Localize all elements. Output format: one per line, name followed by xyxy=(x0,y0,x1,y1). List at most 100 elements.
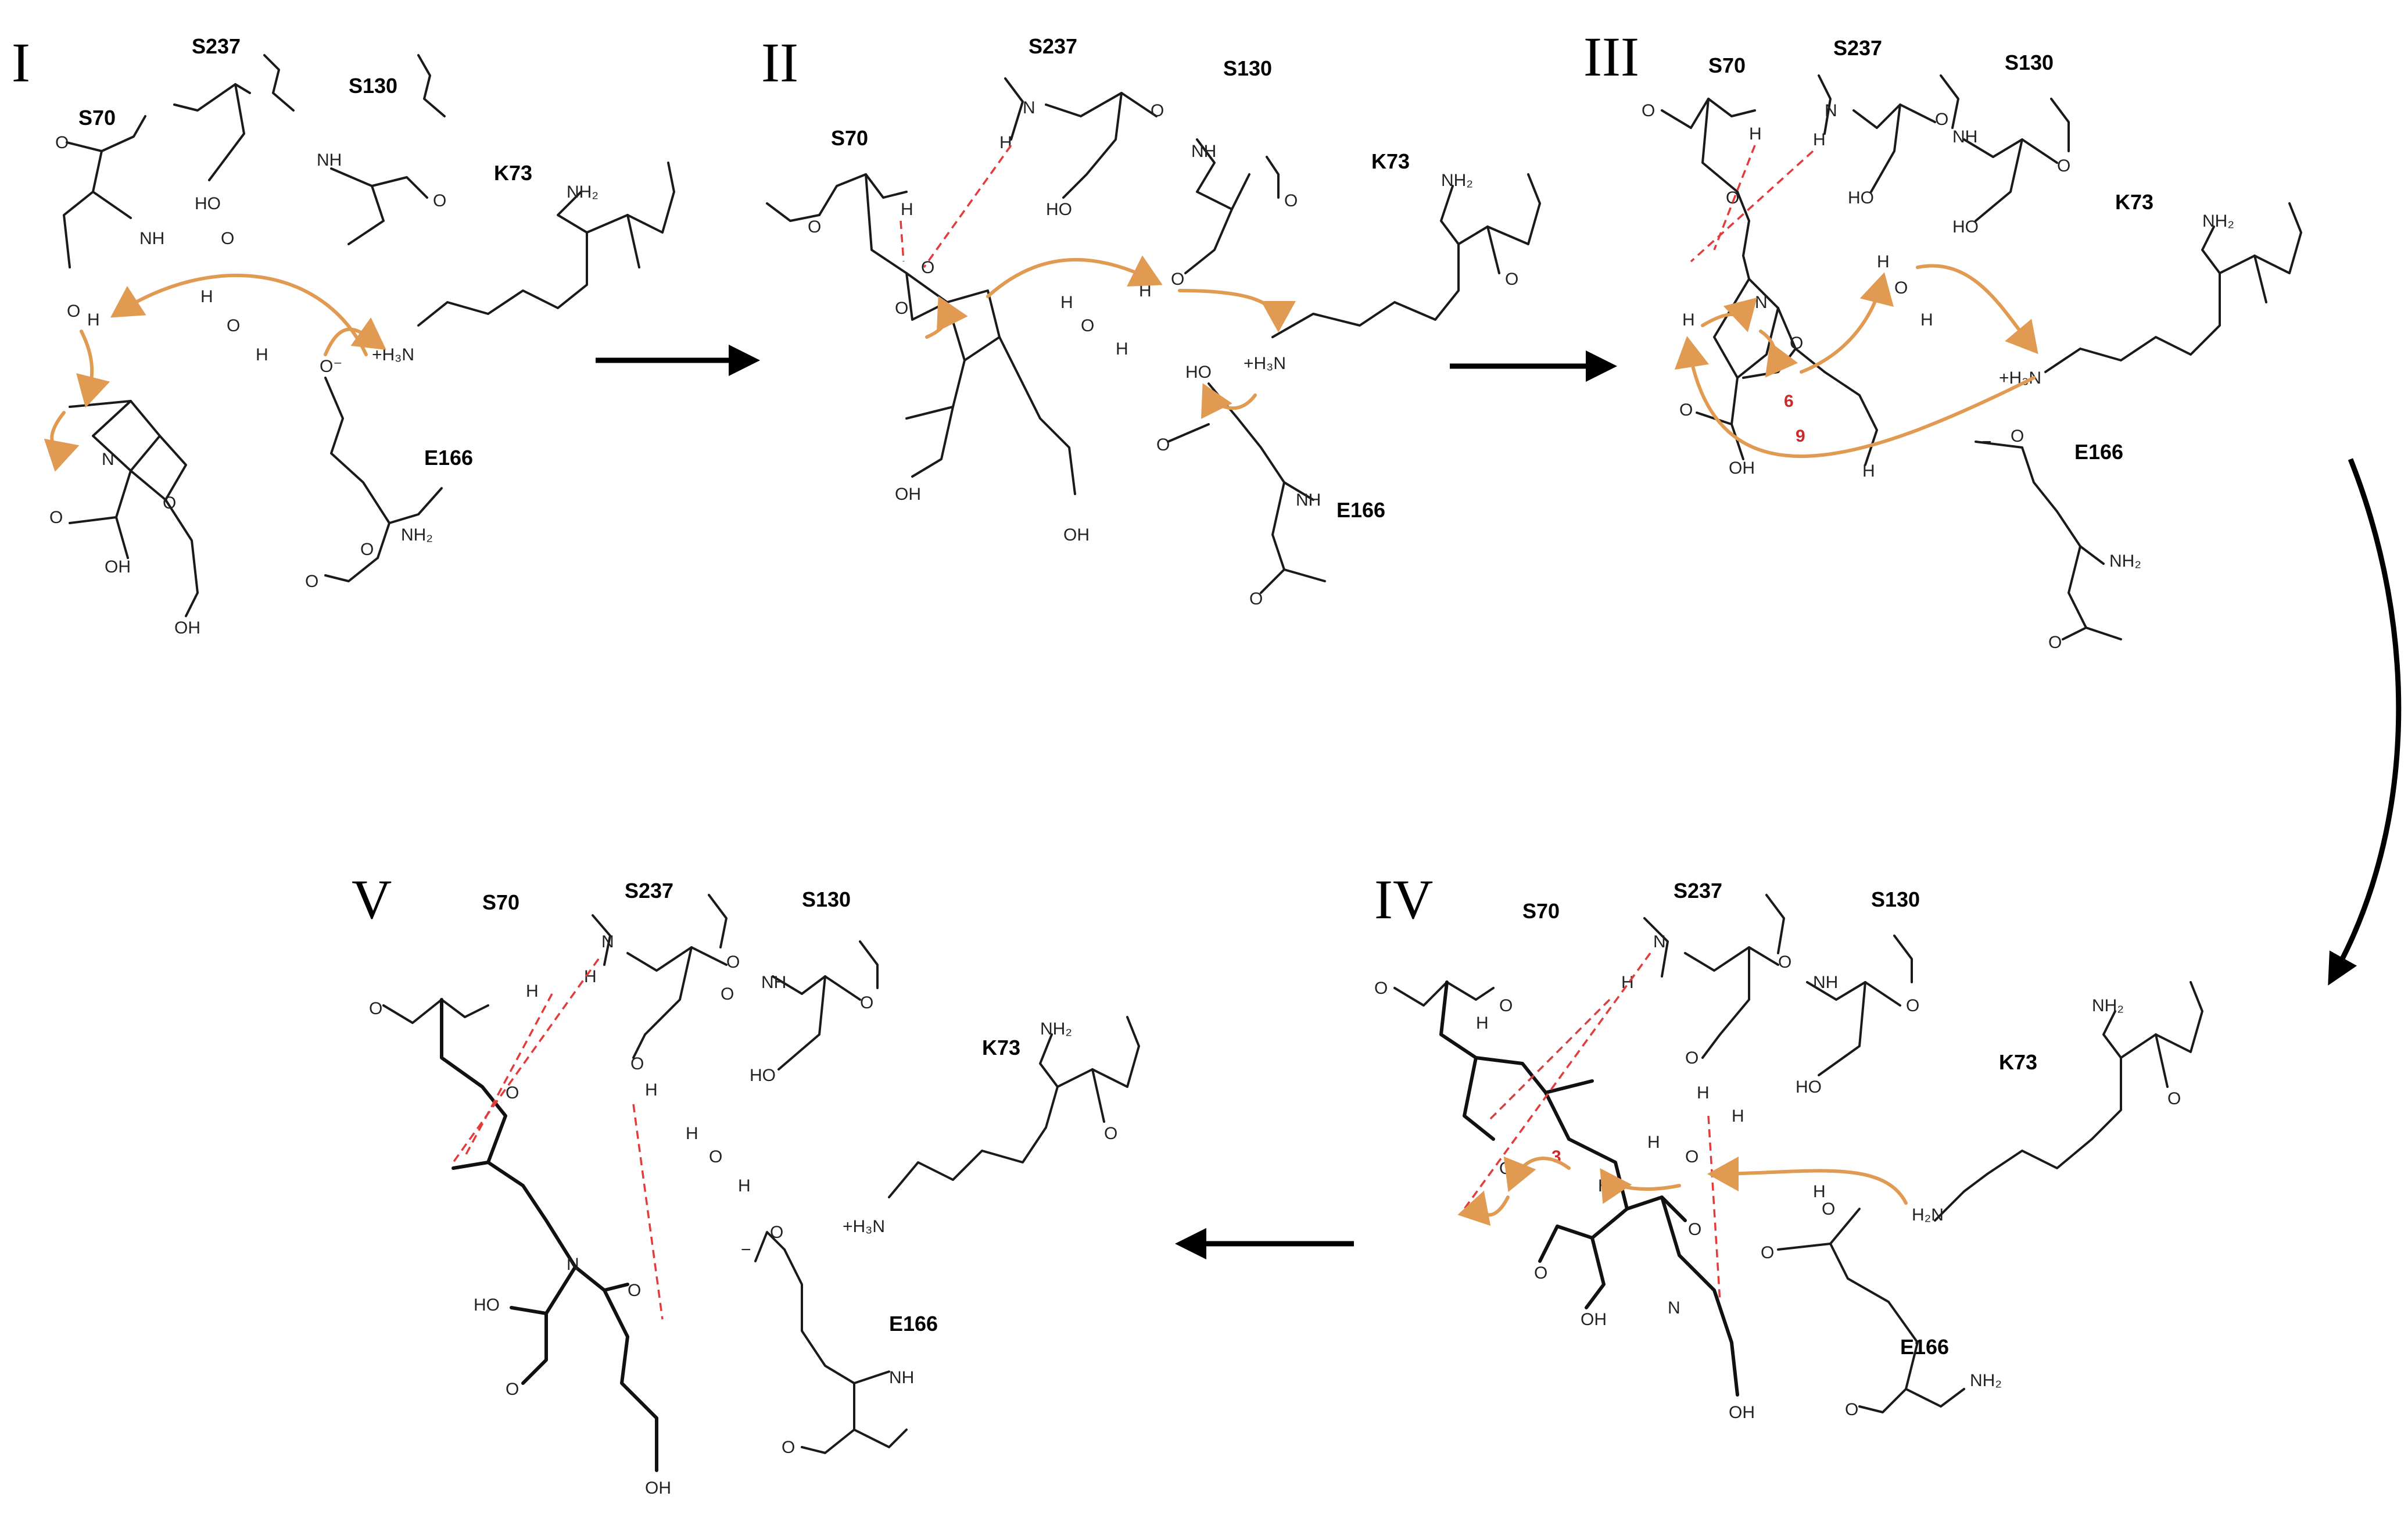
electron-arrow xyxy=(324,317,386,356)
atom-label: O xyxy=(1685,1048,1698,1068)
atom-label: H xyxy=(1682,310,1695,330)
atom-label: H xyxy=(1877,252,1890,271)
atom-label: O xyxy=(1761,1243,1774,1262)
step-arrow-3-4 xyxy=(2328,458,2402,986)
electron-arrow xyxy=(1759,330,1798,378)
atom-label: OH xyxy=(1581,1310,1607,1329)
atom-label: O xyxy=(1642,101,1655,120)
atom-label: H xyxy=(1749,124,1762,144)
panel-II: II S237 S130 S70 K73 E166 xyxy=(761,31,1541,608)
hydrogen-bond xyxy=(1690,150,1814,263)
residue-label: S70 xyxy=(1522,899,1560,923)
atom-label: H xyxy=(1862,461,1875,481)
atom-label: O xyxy=(221,229,234,248)
atom-number: 9 xyxy=(1796,427,1805,446)
residue-label: E166 xyxy=(424,446,473,470)
atom-label: O xyxy=(163,493,176,513)
atom-label: O xyxy=(1499,996,1513,1015)
atom-label: NH₂ xyxy=(1040,1019,1072,1039)
atom-label: NH₂ xyxy=(1970,1371,2002,1390)
atom-label: O xyxy=(895,299,908,318)
atom-label: O xyxy=(1685,1147,1698,1166)
atom-label: O xyxy=(1778,953,1791,972)
atom-label: NH₂ xyxy=(567,182,599,202)
electron-arrow xyxy=(1503,1156,1571,1193)
electron-arrow xyxy=(1707,1156,1908,1205)
atom-label: NH₂ xyxy=(2092,996,2124,1015)
atom-label: NH₂ xyxy=(2202,212,2234,231)
atom-label: O xyxy=(709,1147,722,1166)
atom-label: OH xyxy=(1063,525,1090,545)
atom-label: NH xyxy=(1813,973,1838,992)
residue-label: S70 xyxy=(482,890,519,914)
atom-label: O xyxy=(2167,1089,2181,1108)
molecule-bonds xyxy=(382,894,1140,1472)
atom-label: H xyxy=(1116,339,1128,359)
atom-label: H₂N xyxy=(1912,1205,1944,1225)
residue-label: S70 xyxy=(78,106,116,130)
atom-label: OH xyxy=(174,618,200,638)
atom-label: H xyxy=(901,200,913,219)
atom-label: H xyxy=(999,133,1012,152)
atom-label: H xyxy=(1060,293,1073,312)
atom-label: O xyxy=(1284,191,1298,210)
atom-label: H xyxy=(1813,1182,1826,1201)
atom-label: NH₂ xyxy=(401,525,433,545)
atom-label: O xyxy=(1081,316,1094,335)
atom-label: O xyxy=(227,316,240,335)
residue-label: S130 xyxy=(1871,887,1920,911)
atom-label: +H₃N xyxy=(1244,354,1286,373)
atom-label: O xyxy=(1249,589,1263,608)
atom-label: H xyxy=(1476,1014,1489,1033)
residue-label: E166 xyxy=(1336,498,1385,522)
panel-label: II xyxy=(761,31,798,94)
atom-label: O xyxy=(1935,110,1948,129)
atom-label: O xyxy=(1726,188,1739,207)
atom-label: N xyxy=(1023,98,1035,117)
residue-label: K73 xyxy=(1371,149,1410,173)
atom-label: H xyxy=(200,287,213,306)
atom-label: O xyxy=(1790,334,1803,353)
residue-label: S130 xyxy=(1223,56,1272,80)
atom-label: O xyxy=(721,985,734,1004)
atom-label: O xyxy=(433,191,446,210)
electron-arrow xyxy=(1916,264,2038,355)
atom-label: HO xyxy=(1848,188,1874,207)
atom-label: OH xyxy=(1729,459,1755,478)
atom-label: +H₃N xyxy=(843,1217,885,1236)
atom-number: 6 xyxy=(1784,392,1794,411)
panel-V: V S70 S237 S130 K73 E166 xyxy=(352,868,1140,1498)
residue-label: S70 xyxy=(1708,53,1746,77)
residue-label: E166 xyxy=(2074,440,2123,464)
atom-label: HO xyxy=(195,194,221,213)
atom-label: O xyxy=(1822,1200,1835,1219)
panel-IV: IV S70 S237 S130 K73 E166 xyxy=(1374,868,2203,1422)
atom-label: O xyxy=(1171,270,1184,289)
electron-arrow xyxy=(1800,272,1894,374)
atom-label: H xyxy=(1647,1133,1660,1152)
residue-label: S237 xyxy=(192,34,241,58)
hydrogen-bond xyxy=(923,144,1012,269)
atom-label: HO xyxy=(474,1295,500,1315)
atom-label: O xyxy=(67,302,80,321)
panel-I: I S70 S237 S130 K73 E166 xyxy=(12,31,675,638)
atom-label: N xyxy=(1653,932,1666,951)
electron-arrow xyxy=(986,255,1163,298)
atom-label: HO xyxy=(1796,1077,1822,1097)
atom-label: O xyxy=(770,1223,783,1242)
panel-label: III xyxy=(1583,26,1639,88)
residue-label: S130 xyxy=(2005,51,2054,74)
electron-arrow xyxy=(1457,1190,1510,1226)
atom-label: OH xyxy=(1729,1403,1755,1422)
atom-label: O xyxy=(1906,996,1919,1015)
step-arrows xyxy=(596,345,2402,1259)
molecule-bonds xyxy=(1393,894,2203,1413)
atom-label: NH xyxy=(761,973,786,992)
residue-label: S70 xyxy=(831,126,868,150)
hydrogen-bond xyxy=(452,958,600,1164)
atom-label: NH xyxy=(1952,127,1977,146)
residue-label: E166 xyxy=(889,1312,938,1336)
electron-arrow xyxy=(1178,289,1296,332)
atom-label: O xyxy=(2057,156,2070,176)
residue-label: K73 xyxy=(982,1036,1020,1059)
